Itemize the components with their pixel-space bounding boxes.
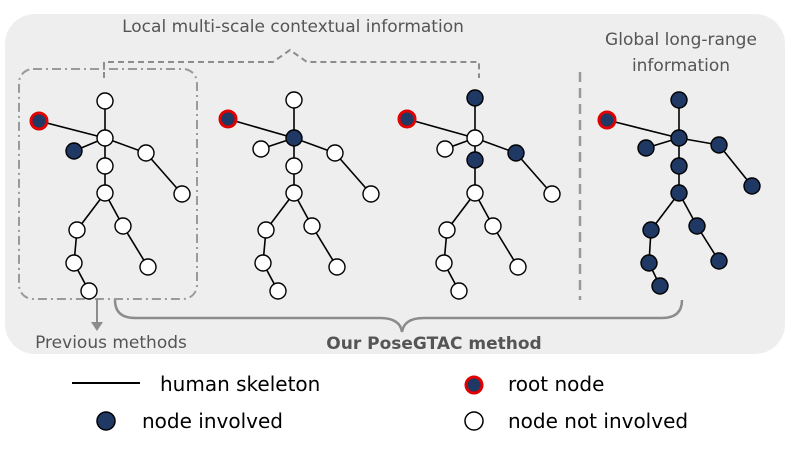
joint-l_knee xyxy=(640,254,658,272)
joint-l_hip xyxy=(68,221,86,239)
legend-not-involved-node xyxy=(464,411,484,431)
root-node-root xyxy=(597,110,617,130)
joint-l_shoulder xyxy=(637,139,655,157)
legend-involved-label: node involved xyxy=(142,409,283,433)
joint-l_shoulder xyxy=(65,142,83,160)
bone-neck-root xyxy=(38,120,106,139)
bone-r_shoulder-r_elbow xyxy=(718,144,753,187)
joint-head xyxy=(96,92,114,110)
joint-r_elbow xyxy=(743,177,761,195)
bone-r_shoulder-r_elbow xyxy=(334,152,372,195)
background-panel xyxy=(5,14,785,354)
joint-r_knee xyxy=(328,258,346,276)
global-info-label-line1: Global long-range xyxy=(605,30,757,50)
joint-neck xyxy=(466,129,484,147)
local-info-bracket xyxy=(103,48,480,78)
joint-r_knee xyxy=(139,258,157,276)
joint-belly xyxy=(466,151,484,169)
legend-involved-node xyxy=(96,411,116,431)
joint-l_foot xyxy=(450,282,468,300)
joint-r_hip xyxy=(484,217,502,235)
joint-belly xyxy=(670,157,688,175)
skeletons-layer xyxy=(29,89,761,300)
joint-pelvis xyxy=(670,184,688,202)
joint-r_knee xyxy=(509,258,527,276)
legend: human skeleton node involved root node n… xyxy=(72,372,688,433)
bone-neck-root xyxy=(406,118,476,139)
joint-l_shoulder xyxy=(252,140,270,158)
joint-head xyxy=(285,91,303,109)
joint-r_elbow xyxy=(362,185,380,203)
joint-l_hip xyxy=(257,221,275,239)
joint-neck xyxy=(285,129,303,147)
joint-neck xyxy=(96,129,114,147)
joint-r_shoulder xyxy=(710,136,728,154)
joint-l_foot xyxy=(269,282,287,300)
joint-r_shoulder xyxy=(326,144,344,162)
bone-neck-root xyxy=(606,119,680,139)
bone-neck-root xyxy=(227,118,295,139)
joint-r_hip xyxy=(114,217,132,235)
joint-r_hip xyxy=(303,217,321,235)
joint-r_elbow xyxy=(543,185,561,203)
skeleton-ours-global xyxy=(597,91,761,295)
joint-l_knee xyxy=(254,254,272,272)
joint-pelvis xyxy=(96,184,114,202)
global-info-label-line2: information xyxy=(632,56,730,76)
legend-skeleton-label: human skeleton xyxy=(160,372,320,396)
skeleton-ours-local-scale-1 xyxy=(218,91,380,300)
joint-l_foot xyxy=(651,277,669,295)
root-node-root xyxy=(218,109,238,129)
joint-head xyxy=(466,89,484,107)
ours-method-label: Our PoseGTAC method xyxy=(326,334,541,354)
legend-root-node xyxy=(464,375,484,395)
joint-r_knee xyxy=(710,252,728,270)
previous-arrow-head xyxy=(91,322,103,331)
joint-l_hip xyxy=(642,221,660,239)
joint-pelvis xyxy=(285,184,303,202)
joint-l_hip xyxy=(438,221,456,239)
joint-belly xyxy=(96,157,114,175)
joint-r_hip xyxy=(688,217,706,235)
joint-l_knee xyxy=(65,254,83,272)
joint-l_shoulder xyxy=(436,140,454,158)
root-node-root xyxy=(29,111,49,131)
joint-r_shoulder xyxy=(507,144,525,162)
root-node-root xyxy=(397,109,417,129)
joint-pelvis xyxy=(466,184,484,202)
joint-l_foot xyxy=(80,282,98,300)
joint-l_knee xyxy=(435,254,453,272)
joint-r_elbow xyxy=(173,185,191,203)
joint-neck xyxy=(670,129,688,147)
local-info-label: Local multi-scale contextual information xyxy=(122,17,464,37)
skeleton-ours-local-scale-2 xyxy=(397,89,561,300)
bone-r_shoulder-r_elbow xyxy=(515,152,553,195)
joint-head xyxy=(670,91,688,109)
previous-methods-box xyxy=(18,68,198,300)
skeleton-previous-method xyxy=(29,92,191,300)
ours-brace xyxy=(113,299,684,333)
legend-not-involved-label: node not involved xyxy=(508,409,688,433)
bone-r_shoulder-r_elbow xyxy=(145,152,183,195)
previous-methods-label: Previous methods xyxy=(35,333,187,353)
legend-root-label: root node xyxy=(508,372,604,396)
joint-r_shoulder xyxy=(137,144,155,162)
joint-belly xyxy=(285,157,303,175)
